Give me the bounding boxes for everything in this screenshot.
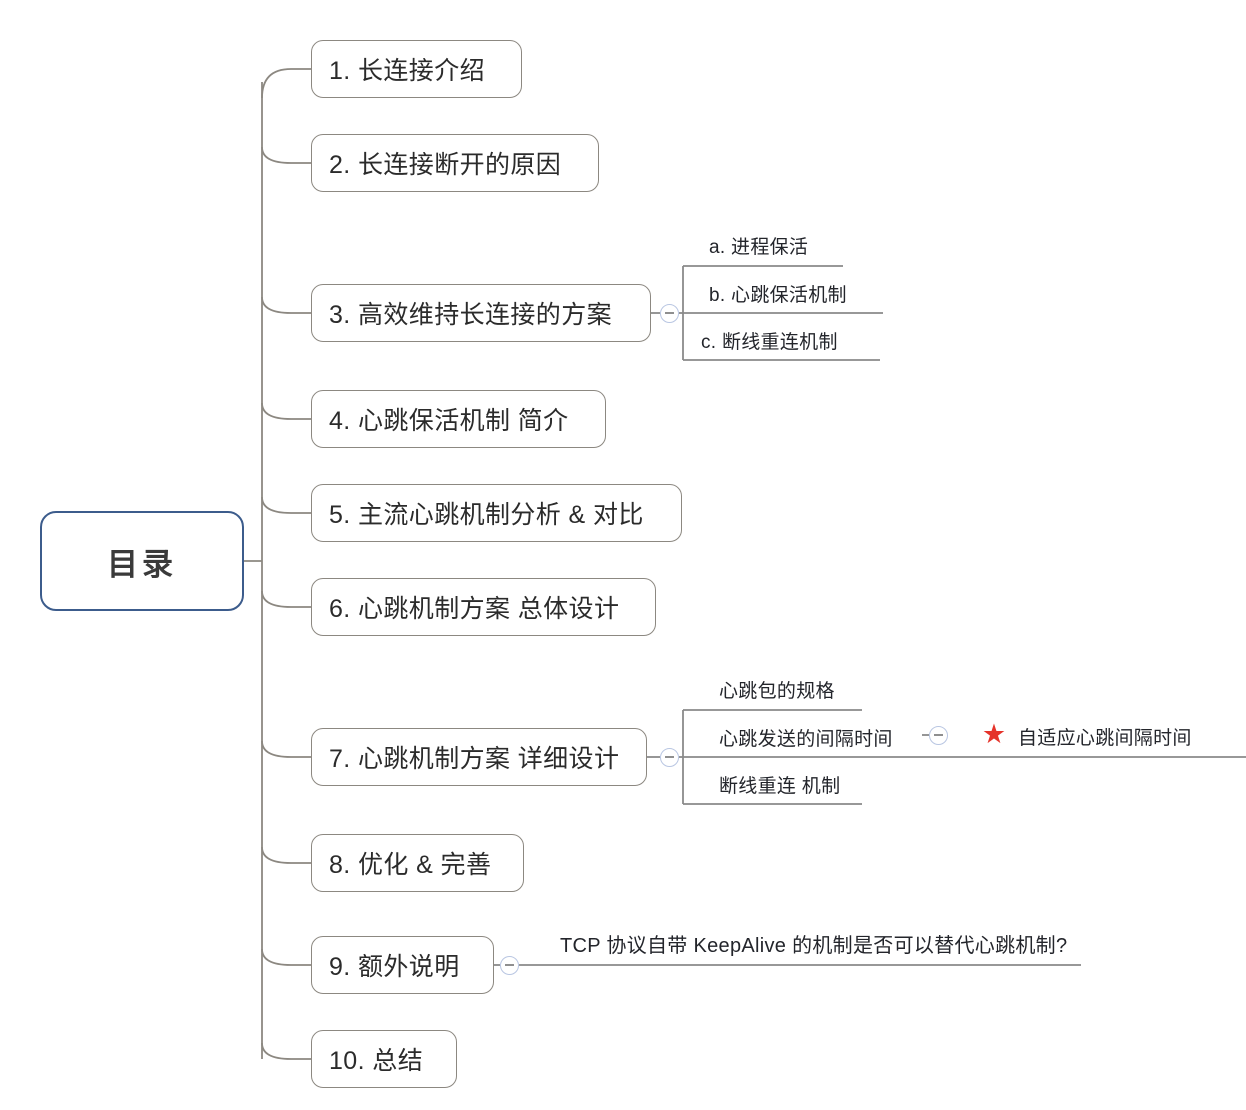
branch-node-3-label: 3. 高效维持长连接的方案 [329, 301, 612, 329]
branch-node-8[interactable]: 8. 优化 & 完善 [311, 834, 524, 892]
branch-node-1[interactable]: 1. 长连接介绍 [311, 40, 522, 98]
branch-node-9[interactable]: 9. 额外说明 [311, 936, 494, 994]
leaf-node-3a-label: a. 进程保活 [709, 237, 809, 258]
branch-node-9-label: 9. 额外说明 [329, 953, 460, 981]
root-node-label: 目录 [107, 546, 177, 582]
leaf-node-7c-label: 断线重连 机制 [719, 776, 841, 797]
collapse-minus-icon-branch-3[interactable] [660, 303, 679, 323]
collapse-minus-icon-branch-7[interactable] [660, 747, 679, 767]
leaf-node-7b-label: 心跳发送的间隔时间 [719, 729, 893, 750]
branch-node-1-label: 1. 长连接介绍 [329, 57, 485, 85]
leaf-node-3c[interactable]: c. 断线重连机制 [701, 327, 838, 354]
branch-node-7-label: 7. 心跳机制方案 详细设计 [329, 745, 620, 773]
branch-node-2[interactable]: 2. 长连接断开的原因 [311, 134, 599, 192]
branch-node-6-label: 6. 心跳机制方案 总体设计 [329, 595, 620, 623]
branch-node-10-label: 10. 总结 [329, 1047, 424, 1075]
branch-node-5[interactable]: 5. 主流心跳机制分析 & 对比 [311, 484, 682, 542]
leaf-node-7b-1[interactable]: 自适应心跳间隔时间 [1018, 723, 1192, 750]
leaf-node-3b[interactable]: b. 心跳保活机制 [709, 280, 847, 307]
branch-node-2-label: 2. 长连接断开的原因 [329, 151, 562, 179]
leaf-node-7a-label: 心跳包的规格 [719, 681, 835, 702]
collapse-minus-icon-branch-7-child-2[interactable] [929, 725, 948, 745]
branch-node-4[interactable]: 4. 心跳保活机制 简介 [311, 390, 606, 448]
leaf-node-9a-label: TCP 协议自带 KeepAlive 的机制是否可以替代心跳机制? [560, 935, 1068, 957]
branch-node-4-label: 4. 心跳保活机制 简介 [329, 407, 569, 435]
branch-node-6[interactable]: 6. 心跳机制方案 总体设计 [311, 578, 656, 636]
root-node[interactable]: 目录 [40, 511, 244, 611]
leaf-node-3c-label: c. 断线重连机制 [701, 332, 838, 353]
leaf-node-7c[interactable]: 断线重连 机制 [719, 771, 840, 798]
leaf-node-3a[interactable]: a. 进程保活 [709, 232, 808, 259]
leaf-node-7b[interactable]: 心跳发送的间隔时间 [719, 724, 893, 751]
leaf-node-3b-label: b. 心跳保活机制 [709, 285, 847, 306]
collapse-minus-icon-branch-9[interactable] [500, 955, 519, 975]
branch-node-5-label: 5. 主流心跳机制分析 & 对比 [329, 501, 644, 529]
leaf-node-7b-1-label: 自适应心跳间隔时间 [1018, 728, 1192, 749]
leaf-node-7a[interactable]: 心跳包的规格 [719, 676, 835, 703]
star-icon: ★ [981, 719, 1007, 749]
branch-node-8-label: 8. 优化 & 完善 [329, 851, 492, 879]
branch-node-10[interactable]: 10. 总结 [311, 1030, 457, 1088]
branch-node-3[interactable]: 3. 高效维持长连接的方案 [311, 284, 651, 342]
leaf-node-9a[interactable]: TCP 协议自带 KeepAlive 的机制是否可以替代心跳机制? [560, 929, 1067, 958]
branch-node-7[interactable]: 7. 心跳机制方案 详细设计 [311, 728, 647, 786]
